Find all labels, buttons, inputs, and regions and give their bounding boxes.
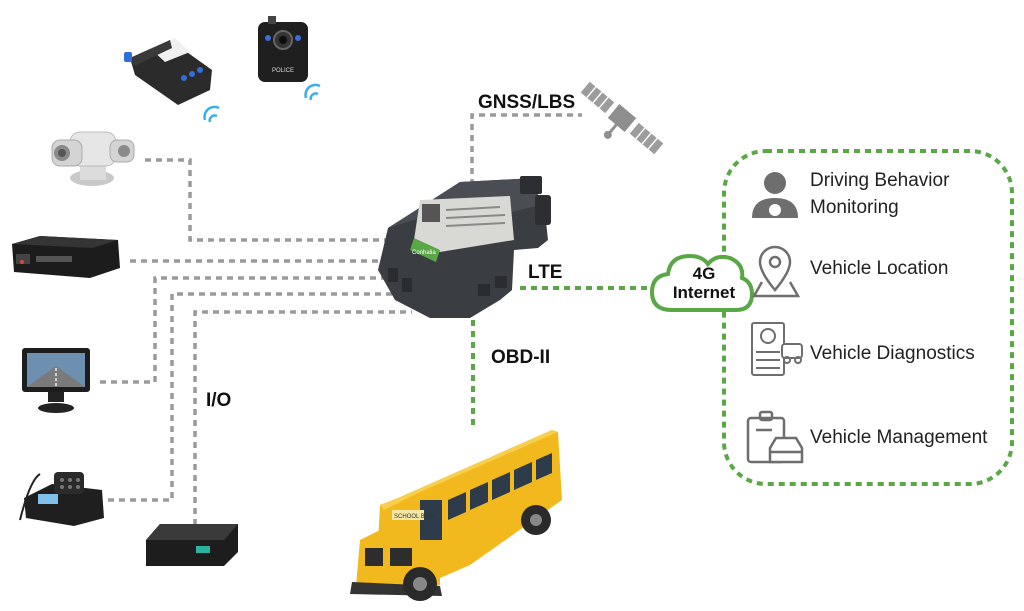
service-vehicle-location: Vehicle Location [810,258,949,279]
service-vehicle-management: Vehicle Management [810,427,988,448]
cloud-label-line1: 4G [692,264,716,283]
cloud-label-line2: Internet [672,283,736,302]
printer-icon [124,38,220,123]
service-driving-behavior: Driving Behavior Monitoring [810,167,949,221]
location-pin-icon [751,245,801,298]
gnss-connection-line [470,113,582,185]
dvr-icon [12,236,120,278]
body-camera-icon: POLICE [258,16,321,101]
monitor-icon [22,348,90,413]
gnss-label: GNSS/LBS [478,92,576,113]
cloud-icon [649,253,755,312]
service-driving-behavior-line2: Monitoring [810,197,899,218]
io-label: I/O [206,390,232,411]
bodycam-badge-text: POLICE [272,68,294,74]
radio-icon [19,472,104,526]
service-driving-behavior-line1: Driving Behavior [810,170,950,191]
diagnostics-icon [751,322,803,376]
telematics-device: Conhalia [378,176,551,318]
driver-icon [752,172,798,218]
monitor-connection-line [100,276,398,384]
obd-label: OBD-II [491,347,551,368]
cloud-label: 4G Internet [656,264,752,302]
school-bus-icon: SCHOOL BUS [350,430,562,601]
radio-connection-line [108,292,405,502]
service-vehicle-diagnostics: Vehicle Diagnostics [810,343,975,364]
clipboard-car-icon [746,410,804,464]
wired-connections [100,113,582,525]
ups-connection-line [193,310,412,525]
lte-label: LTE [528,262,563,283]
device-badge-text: Conhalia [412,250,436,256]
camera-connection-line [145,158,400,242]
satellite-icon [580,81,664,155]
services-panel-border [722,149,1014,486]
bus-sign-text: SCHOOL BUS [394,514,433,520]
ptz-camera-icon [51,131,135,186]
ups-icon [146,524,238,566]
